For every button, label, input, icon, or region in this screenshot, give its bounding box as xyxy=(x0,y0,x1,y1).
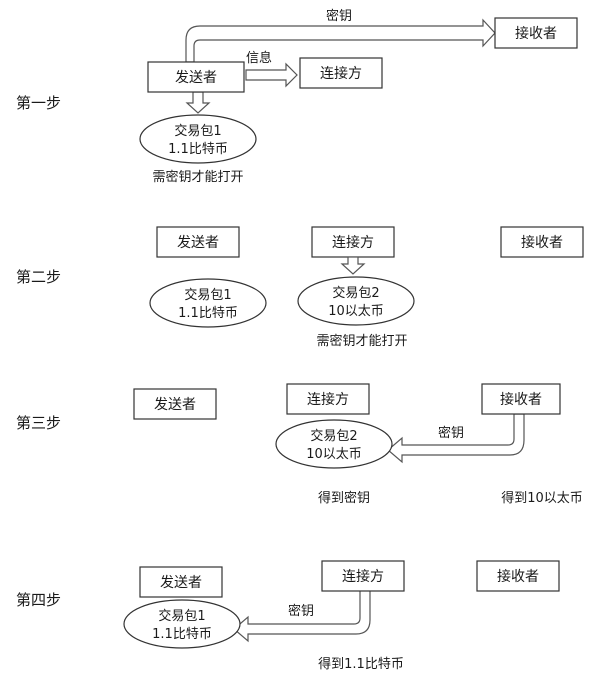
package1-name-step1: 交易包1 xyxy=(174,123,221,139)
package2-oval-step3 xyxy=(275,419,393,469)
step-label-3: 第三步 xyxy=(16,414,61,432)
sender-label-step4: 发送者 xyxy=(160,575,202,591)
connector-box-step3 xyxy=(286,383,370,415)
gets-key-note: 得到密钥 xyxy=(318,490,370,506)
info-arrow-label: 信息 xyxy=(246,50,272,66)
connector-label-step1: 连接方 xyxy=(320,65,362,82)
connector-label-step3: 连接方 xyxy=(307,391,349,408)
package1-name-step4: 交易包1 xyxy=(158,608,205,624)
connector-box-step1 xyxy=(299,57,383,89)
sender-box-step4 xyxy=(139,566,223,598)
receiver-label-step4: 接收者 xyxy=(497,568,539,585)
package1-oval-step2 xyxy=(149,278,267,328)
receiver-box-step3 xyxy=(481,383,561,415)
package2-name-step3: 交易包2 xyxy=(310,428,357,444)
package1-amount-step2: 1.1比特币 xyxy=(178,306,238,321)
package2-amount-step3: 10以太币 xyxy=(306,447,362,462)
key-arrow-step3 xyxy=(387,413,525,464)
package2-amount-step2: 10以太币 xyxy=(328,304,384,319)
sender-box-step2 xyxy=(156,226,240,258)
sender-label-step1: 发送者 xyxy=(175,70,217,86)
gets-1-1-btc-note: 得到1.1比特币 xyxy=(318,656,404,672)
package1-name-step2: 交易包1 xyxy=(184,287,231,303)
gets-10-eth-note: 得到10以太币 xyxy=(501,490,583,506)
down-arrow-step2 xyxy=(340,256,366,275)
package1-oval-step1 xyxy=(139,114,257,164)
sender-box-step1 xyxy=(147,61,245,93)
package1-oval-step4 xyxy=(123,599,241,649)
step-label-1: 第一步 xyxy=(16,94,61,112)
package1-amount-step4: 1.1比特币 xyxy=(152,627,212,642)
receiver-box-step4 xyxy=(476,560,560,592)
key-arrow-label-step1: 密钥 xyxy=(326,8,352,24)
down-arrow-step1 xyxy=(185,91,211,114)
step-label-4: 第四步 xyxy=(16,591,61,609)
package2-oval-step2 xyxy=(297,276,415,326)
needs-key-note-step2: 需密钥才能打开 xyxy=(316,333,407,349)
receiver-label-step1: 接收者 xyxy=(515,25,557,42)
receiver-box-step2 xyxy=(500,226,584,258)
key-arrow-step4 xyxy=(233,588,371,643)
key-arrow-step1 xyxy=(185,18,496,63)
receiver-box-step1 xyxy=(494,17,578,49)
package1-amount-step1: 1.1比特币 xyxy=(168,142,228,157)
key-arrow-label-step4: 密钥 xyxy=(288,603,314,619)
step-label-2: 第二步 xyxy=(16,268,61,286)
connector-label-step4: 连接方 xyxy=(342,568,384,585)
package2-name-step2: 交易包2 xyxy=(332,285,379,301)
sender-box-step3 xyxy=(133,388,217,420)
connector-box-step4 xyxy=(321,560,405,592)
sender-label-step3: 发送者 xyxy=(154,397,196,413)
sender-label-step2: 发送者 xyxy=(177,235,219,251)
connector-label-step2: 连接方 xyxy=(332,234,374,251)
info-arrow xyxy=(245,62,298,88)
key-arrow-label-step3: 密钥 xyxy=(438,425,464,441)
receiver-label-step3: 接收者 xyxy=(500,391,542,408)
receiver-label-step2: 接收者 xyxy=(521,234,563,251)
needs-key-note-step1: 需密钥才能打开 xyxy=(152,169,243,185)
